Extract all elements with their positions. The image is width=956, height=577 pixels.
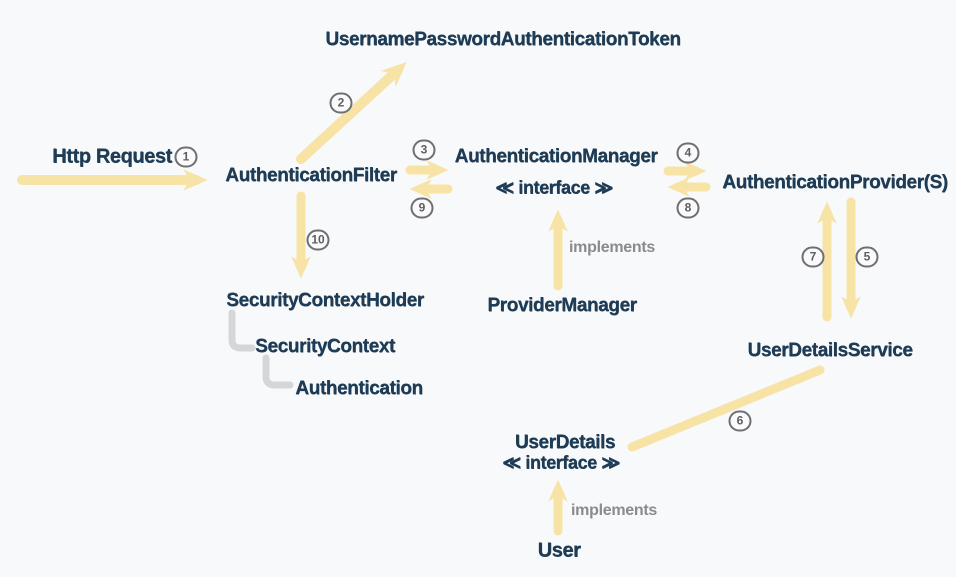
step-badge-8: 8	[676, 197, 700, 219]
node-security-context-holder: SecurityContextHolder	[226, 290, 424, 311]
node-username-password-authentication-token: UsernamePasswordAuthenticationToken	[325, 29, 681, 50]
node-user-details: UserDetails	[514, 432, 616, 453]
label-user-implements: implements	[571, 502, 657, 519]
connector-holder-to-context	[228, 309, 256, 352]
label-provider-manager-implements: implements	[569, 239, 655, 256]
node-authentication-provider: AuthenticationProvider(S)	[722, 172, 948, 193]
arrow-step-2-create-token	[296, 62, 407, 164]
step-badge-6: 6	[728, 410, 752, 432]
node-authentication-manager: AuthenticationManager	[454, 146, 658, 167]
step-badge-7: 7	[801, 246, 825, 268]
connector-context-to-authentication	[262, 354, 294, 389]
node-user: User	[537, 539, 581, 562]
node-authentication-filter: AuthenticationFilter	[225, 165, 397, 186]
step-badge-3: 3	[412, 139, 436, 161]
node-security-context: SecurityContext	[255, 336, 395, 357]
line-step-6-uds-to-userdetails	[627, 365, 825, 452]
step-badge-10: 10	[306, 229, 330, 251]
step-badge-1: 1	[174, 146, 198, 168]
node-user-details-stereotype: ≪ interface ≫	[502, 452, 620, 473]
step-badge-4: 4	[676, 142, 700, 164]
step-badge-5: 5	[855, 246, 879, 268]
node-user-details-service: UserDetailsService	[747, 340, 913, 361]
node-authentication: Authentication	[295, 378, 423, 399]
node-http-request: Http Request	[52, 145, 172, 168]
node-provider-manager: ProviderManager	[487, 295, 637, 316]
node-authentication-manager-stereotype: ≪ interface ≫	[495, 177, 613, 198]
step-badge-2: 2	[329, 92, 353, 114]
step-badge-9: 9	[410, 197, 434, 219]
